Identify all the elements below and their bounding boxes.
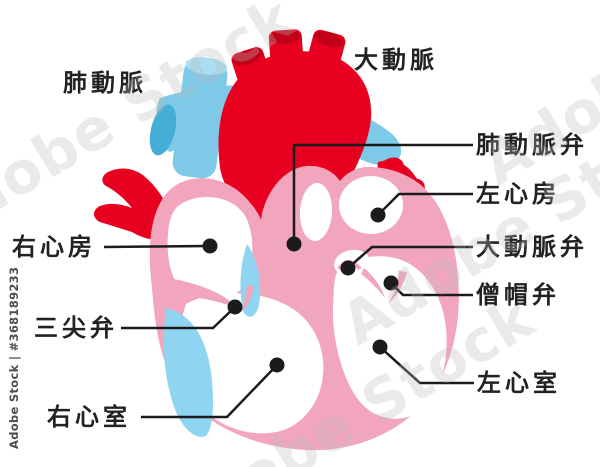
- marker-dot-right-ventricle: [269, 357, 285, 373]
- label-right-ventricle: 右心室: [47, 403, 131, 431]
- label-aortic-valve: 大動脈弁: [476, 233, 588, 261]
- left-atrium-chamber: [339, 176, 403, 234]
- outflow-tract-chamber: [299, 183, 333, 241]
- mitral-leaflet-left: [361, 268, 385, 298]
- label-right-atrium: 右心房: [12, 233, 96, 261]
- leader-line-right-ventricle: [141, 364, 278, 419]
- marker-dots: [202, 207, 399, 373]
- tricuspid-leaflet-left: [168, 278, 232, 305]
- label-mitral-valve: 僧帽弁: [476, 281, 560, 309]
- label-pulmonary-artery: 肺動脈: [63, 69, 147, 97]
- marker-dot-right-atrium: [202, 238, 218, 254]
- marker-dot-mitral-valve: [383, 275, 399, 291]
- label-aorta: 大動脈: [354, 46, 438, 74]
- aorta-branch-1-opening: [232, 48, 263, 66]
- aorta-branch-1: [231, 47, 277, 106]
- pulmonary-artery-opening: [149, 104, 177, 156]
- aorta-branch-3: [302, 29, 346, 89]
- aorta-branch-2: [268, 29, 305, 86]
- leader-line-left-atrium: [377, 192, 473, 216]
- label-left-atrium: 左心房: [476, 180, 560, 208]
- watermark-stock-id: Adobe Stock | #368189233: [7, 266, 21, 449]
- leader-line-left-ventricle: [379, 346, 474, 385]
- aorta-branch-2-opening: [269, 29, 302, 45]
- leader-line-right-atrium: [103, 244, 211, 249]
- leader-line-pulmonary-valve: [292, 143, 473, 244]
- right-ventricle-chamber: [180, 293, 324, 434]
- marker-dot-pulmonary-valve: [286, 236, 302, 252]
- marker-dot-left-atrium: [370, 207, 386, 223]
- label-left-ventricle: 左心室: [477, 369, 561, 397]
- marker-dot-left-ventricle: [372, 339, 388, 355]
- leader-line-aortic-valve: [347, 245, 473, 269]
- tricuspid-leaflet-right: [241, 285, 254, 312]
- inferior-vena-cava: [163, 308, 214, 437]
- aorta-branch-3-opening: [313, 31, 345, 48]
- mitral-leaflet-right: [389, 271, 407, 303]
- svc-opening: [185, 57, 228, 75]
- label-pulmonary-valve: 肺動脈弁: [476, 131, 588, 159]
- marker-dot-aortic-valve: [340, 260, 356, 276]
- left-ventricle-chamber: [332, 256, 447, 419]
- label-tricuspid-valve: 三尖弁: [34, 314, 118, 342]
- leader-line-tricuspid-valve: [121, 306, 236, 330]
- marker-dot-tricuspid-valve: [227, 299, 243, 315]
